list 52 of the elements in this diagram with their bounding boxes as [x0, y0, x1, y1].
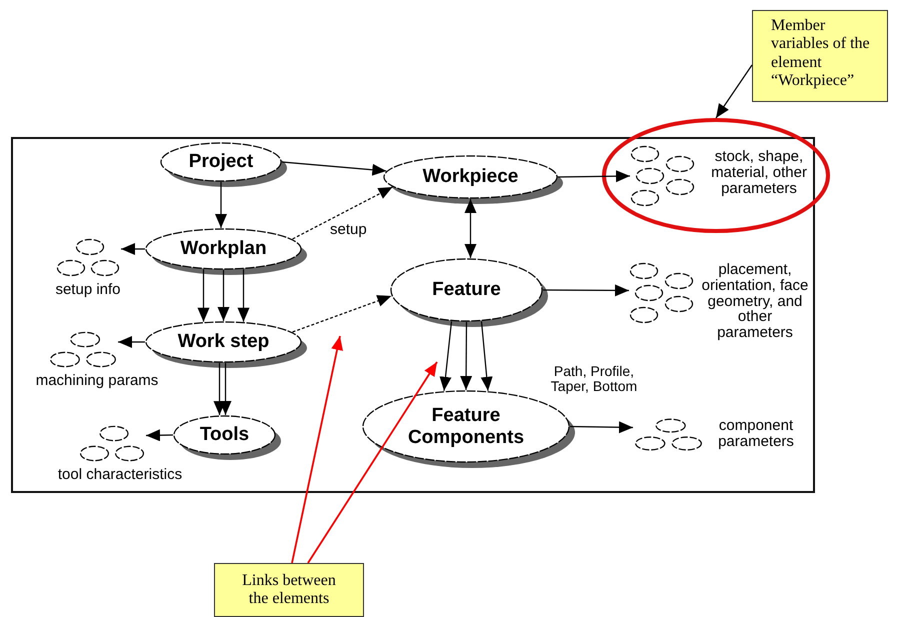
- cluster-caption: tool characteristics: [56, 467, 184, 483]
- ellipse-cluster-icon: [78, 425, 146, 463]
- entity-ellipse: [145, 228, 308, 276]
- note-label: Path, Profile, Taper, Bottom: [550, 364, 638, 394]
- ellipse-cluster-icon: [55, 238, 121, 278]
- arrow: [480, 321, 493, 391]
- highlight-ellipse: [602, 118, 830, 233]
- leader-arrow: [307, 362, 438, 564]
- arrow: [292, 295, 392, 333]
- cluster-caption: component parameters: [717, 418, 795, 450]
- entity-ellipse: [383, 155, 564, 205]
- arrow: [218, 270, 230, 321]
- arrow: [440, 321, 452, 391]
- node-label: Work step: [178, 331, 270, 353]
- entity-ellipse: [160, 142, 288, 188]
- node-label: Tools: [200, 424, 250, 446]
- callout-text: Member variables of the element “Workpiece”: [771, 17, 871, 91]
- cluster-caption: setup info: [54, 282, 122, 298]
- leader-arrow: [291, 336, 343, 564]
- arrow: [214, 362, 226, 416]
- entity-ellipse: [390, 258, 549, 328]
- arrow: [118, 336, 145, 348]
- arrow: [146, 429, 174, 442]
- arrow: [238, 269, 250, 322]
- callout-box: [752, 10, 888, 102]
- ellipse-cluster-icon: [633, 418, 704, 452]
- arrow: [292, 186, 393, 240]
- cluster-caption: machining params: [34, 373, 160, 389]
- node-label: Workpiece: [422, 166, 518, 188]
- cluster-caption: placement, orientation, face geometry, and other parameters: [700, 262, 810, 341]
- arrow: [716, 64, 752, 118]
- callout-box: [214, 563, 364, 617]
- edge-label: setup: [328, 221, 369, 238]
- node-label: Feature Components: [406, 404, 526, 448]
- arrow: [220, 363, 232, 415]
- arrow: [460, 322, 472, 390]
- entity-ellipse: [145, 321, 308, 369]
- arrow: [215, 182, 227, 228]
- node-label: Workplan: [180, 238, 267, 260]
- ellipse-cluster-icon: [48, 331, 118, 369]
- arrow: [282, 161, 386, 176]
- arrow: [198, 269, 210, 322]
- node-label: Feature: [432, 279, 501, 301]
- arrow: [543, 284, 629, 296]
- callout-text: Links between the elements: [241, 572, 337, 609]
- arrow: [121, 243, 145, 255]
- cluster-caption: stock, shape, material, other parameters: [710, 149, 808, 196]
- node-label: Project: [188, 151, 254, 173]
- entity-ellipse: [173, 415, 282, 461]
- arrow: [570, 421, 634, 434]
- arrow: [464, 199, 476, 258]
- arrow: [558, 170, 630, 182]
